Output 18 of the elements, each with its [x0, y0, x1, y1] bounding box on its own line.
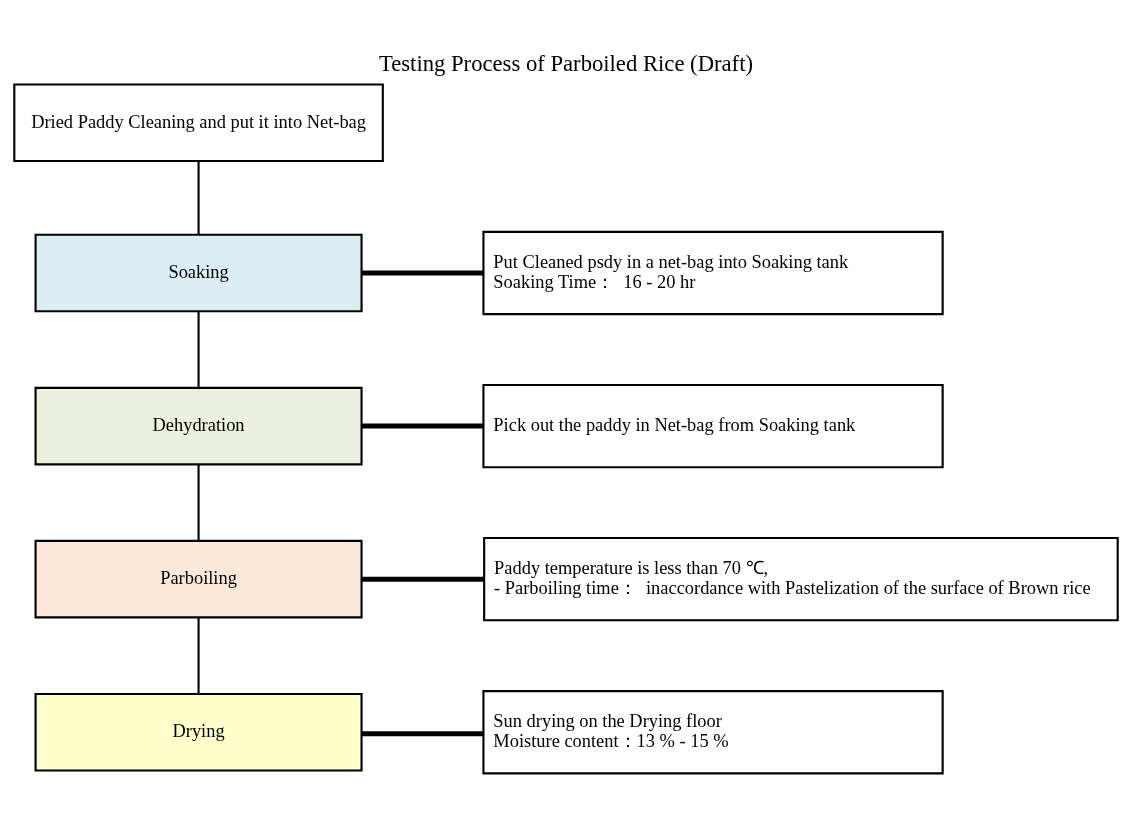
connector — [361, 576, 484, 582]
connector — [362, 731, 484, 737]
diagram-title: Testing Process of Parboiled Rice (Draft) — [378, 51, 754, 77]
node-box: Pick out the paddy in Net-bag from Soaking tank — [482, 383, 944, 469]
connector — [197, 617, 200, 694]
node-box: Put Cleaned psdy in a net-bag into Soaking tank Soaking Time： 16 - 20 hr — [482, 230, 944, 316]
connector — [197, 464, 200, 541]
connector — [362, 423, 484, 429]
node-box: Drying — [34, 692, 363, 772]
node-box: Dried Paddy Cleaning and put it into Net-bag — [13, 83, 384, 163]
node-box: Sun drying on the Drying floor Moisture content：13 % - 15 % — [482, 690, 944, 775]
connector — [197, 161, 200, 235]
node-box: Soaking — [34, 233, 363, 313]
connector — [362, 270, 484, 276]
node-box: Paddy temperature is less than 70 ℃, - Parboiling time： inaccordance with Pastelization of the surface of Brown rice — [483, 537, 1119, 622]
node-box: Dehydration — [34, 386, 363, 466]
connector — [197, 311, 200, 388]
node-box: Parboiling — [34, 539, 363, 619]
